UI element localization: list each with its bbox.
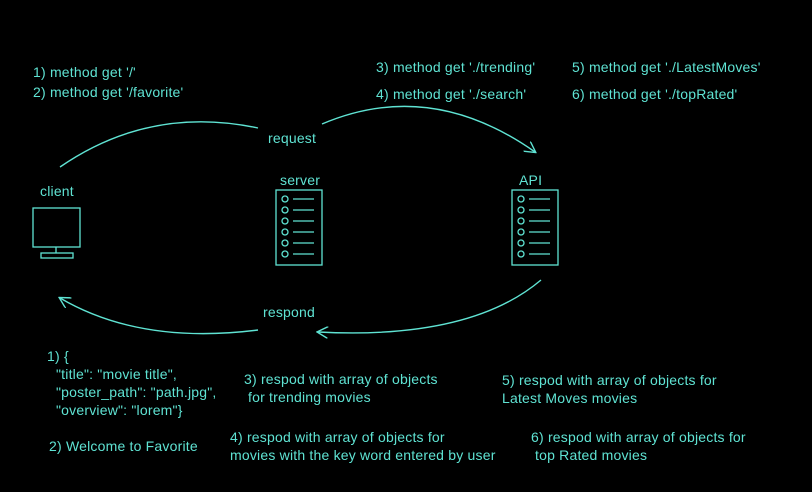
request-label-5: 5) method get './LatestMoves' bbox=[572, 59, 761, 75]
request-arrow-right bbox=[321, 105, 535, 152]
client-label: client bbox=[40, 183, 74, 199]
server-rack-icon bbox=[275, 189, 323, 266]
response-5-line-1: 5) respod with array of objects for bbox=[502, 372, 717, 388]
response-5-line-2: Latest Moves movies bbox=[502, 390, 638, 406]
response-1-line-3: "poster_path": "path.jpg", bbox=[56, 384, 217, 400]
api-label: API bbox=[519, 172, 543, 188]
request-arrow-label: request bbox=[268, 130, 317, 146]
request-arrow-left bbox=[59, 121, 259, 168]
request-label-1: 1) method get '/' bbox=[33, 64, 136, 80]
response-1-line-4: "overview": "lorem"} bbox=[56, 402, 183, 418]
monitor-icon bbox=[32, 207, 81, 259]
response-1-line-2: "title": "movie title", bbox=[56, 366, 177, 382]
request-label-3: 3) method get './trending' bbox=[376, 59, 536, 75]
response-2: 2) Welcome to Favorite bbox=[49, 438, 198, 454]
response-4-line-2: movies with the key word entered by user bbox=[230, 447, 496, 463]
request-label-2: 2) method get '/favorite' bbox=[33, 84, 184, 100]
server-label: server bbox=[280, 172, 321, 188]
respond-arrow-right bbox=[318, 279, 542, 333]
request-label-6: 6) method get './topRated' bbox=[572, 86, 738, 102]
response-6-line-2: top Rated movies bbox=[535, 447, 648, 463]
respond-arrow-left bbox=[60, 298, 259, 335]
response-3-line-1: 3) respod with array of objects bbox=[244, 371, 438, 387]
response-1-line-1: 1) { bbox=[47, 348, 69, 364]
response-4-line-1: 4) respod with array of objects for bbox=[230, 429, 445, 445]
api-rack-icon bbox=[511, 189, 559, 266]
response-6-line-1: 6) respod with array of objects for bbox=[531, 429, 746, 445]
respond-arrow-label: respond bbox=[263, 304, 315, 320]
response-3-line-2: for trending movies bbox=[248, 389, 371, 405]
request-label-4: 4) method get './search' bbox=[376, 86, 527, 102]
